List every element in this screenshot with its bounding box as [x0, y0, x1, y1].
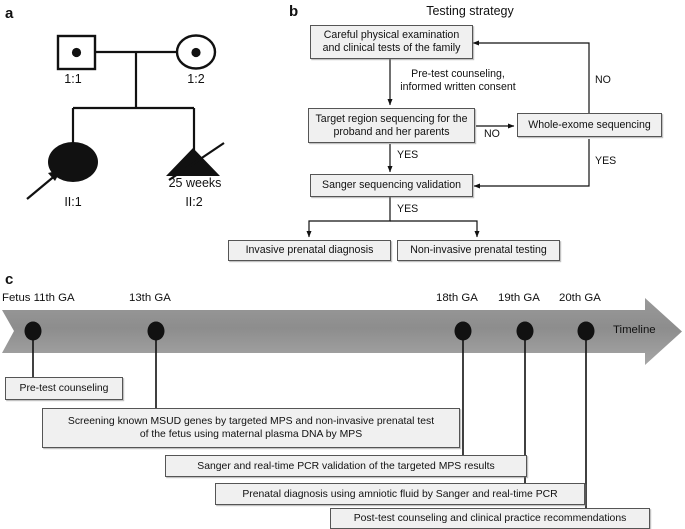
flow-box-whole-exome-sequencing[interactable]: Whole-exome sequencing: [517, 113, 662, 137]
pedigree-symbol-female-affected-II1: [48, 142, 98, 182]
target-line-1: Target region sequencing for the: [315, 112, 468, 125]
timeline-dot-4: [516, 321, 534, 341]
screening-line-1: Screening known MSUD genes by targeted M…: [67, 416, 435, 427]
timeline-dot-1: [24, 321, 42, 341]
screening-line-2: of the fetus using maternal plasma DNA b…: [139, 429, 363, 440]
flow-label-no-wes-to-exam: NO: [595, 74, 611, 86]
timeline-tick-label-4: 19th GA: [498, 292, 540, 304]
timeline-tick-label-5: 20th GA: [559, 292, 601, 304]
flow-label-no-target-to-wes: NO: [484, 128, 500, 140]
timeline-arrow-band: [2, 298, 682, 365]
timeline-dot-3: [454, 321, 472, 341]
timeline-tick-label-1: Fetus 11th GA: [2, 292, 75, 304]
flow-box-invasive-prenatal-diagnosis[interactable]: Invasive prenatal diagnosis: [228, 240, 391, 261]
timeline-dot-5: [577, 321, 595, 341]
timeline-graphic: [2, 298, 682, 520]
panel-letter-c: c: [5, 271, 14, 288]
deceased-slash-II2: [168, 142, 225, 181]
flow-label-yes-target-to-sanger: YES: [397, 149, 419, 161]
carrier-dot-I2: [191, 47, 201, 58]
pedigree-note-gestational-age: 25 weeks: [168, 176, 222, 190]
target-line-2: proband and her parents: [333, 125, 450, 138]
consent-line-2: informed written consent: [400, 80, 516, 93]
flow-label-yes-wes-to-sanger: YES: [595, 155, 617, 167]
proband-arrow: [26, 170, 61, 200]
panel-letter-a: a: [5, 5, 14, 22]
timeline-dot-2: [147, 321, 165, 341]
pedigree-connector-lines: [71, 50, 196, 150]
edge-sanger-to-invasive: [306, 197, 391, 238]
timeline-tick-label-3: 18th GA: [436, 292, 478, 304]
flowchart-connectors: [306, 40, 590, 238]
timeline-event-box-sanger-validation[interactable]: Sanger and real-time PCR validation of t…: [165, 455, 527, 477]
exam-line-2: and clinical tests of the family: [322, 42, 461, 54]
timeline-event-box-post-test-counseling[interactable]: Post-test counseling and clinical practi…: [330, 508, 650, 529]
timeline-axis-label: Timeline: [613, 324, 656, 336]
timeline-tick-group: [24, 321, 595, 520]
pedigree-label-I1: 1:1: [64, 72, 82, 86]
pedigree-label-II2: II:2: [185, 195, 203, 209]
flow-box-target-region-sequencing[interactable]: Target region sequencing for the proband…: [308, 108, 475, 143]
exam-line-1: Careful physical examination: [323, 29, 460, 42]
flow-box-target-region-sequencing-text: Target region sequencing for the proband…: [316, 113, 468, 139]
timeline-tick-label-2: 13th GA: [129, 292, 171, 304]
pedigree-diagram: [26, 34, 225, 200]
pedigree-label-I2: 1:2: [187, 72, 205, 86]
pedigree-label-II1: II:1: [64, 195, 82, 209]
timeline-event-box-screening-msud[interactable]: Screening known MSUD genes by targeted M…: [42, 408, 460, 448]
timeline-event-box-prenatal-diagnosis[interactable]: Prenatal diagnosis using amniotic fluid …: [215, 483, 585, 505]
flow-label-yes-sanger-to-outputs: YES: [397, 203, 419, 215]
edge-wes-to-sanger: [473, 139, 590, 189]
flowchart-title: Testing strategy: [426, 4, 514, 18]
flow-box-physical-examination[interactable]: Careful physical examination and clinica…: [310, 25, 473, 59]
flow-label-consent: Pre-test counseling, informed written co…: [383, 68, 533, 93]
timeline-event-box-pre-test-counseling[interactable]: Pre-test counseling: [5, 377, 123, 400]
consent-line-1: Pre-test counseling,: [411, 68, 505, 80]
timeline-event-screening-text: Screening known MSUD genes by targeted M…: [68, 415, 434, 441]
carrier-dot-I1: [71, 47, 82, 58]
panel-letter-b: b: [289, 3, 299, 20]
flow-box-physical-examination-text: Careful physical examination and clinica…: [323, 29, 461, 55]
flow-box-non-invasive-prenatal-testing[interactable]: Non-invasive prenatal testing: [397, 240, 560, 261]
flow-box-sanger-validation[interactable]: Sanger sequencing validation: [310, 174, 473, 197]
edge-wes-to-exam: [472, 40, 590, 113]
edge-sanger-to-noninvasive: [390, 220, 480, 238]
pedigree-symbol-fetus-affected-II2: [166, 148, 220, 176]
